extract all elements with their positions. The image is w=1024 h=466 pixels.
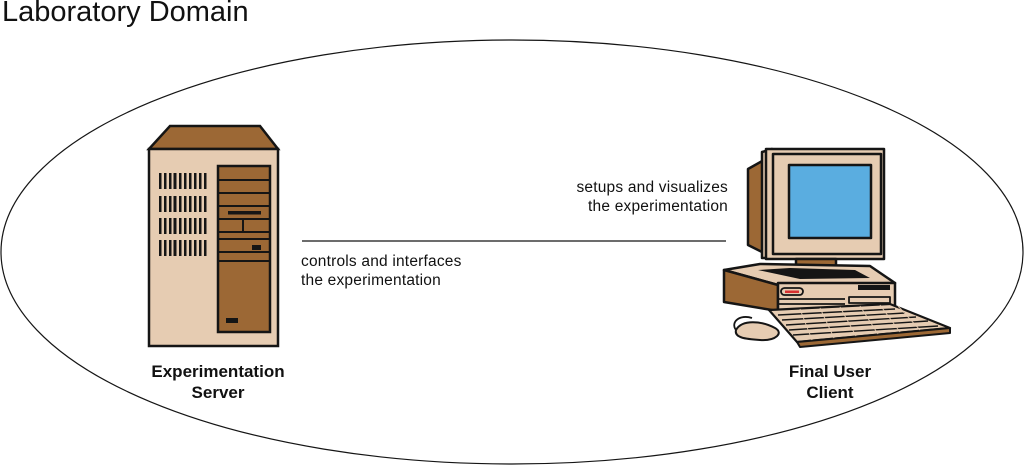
server-label: Experimentation Server — [128, 361, 308, 403]
desktop-computer-icon — [722, 147, 952, 348]
client-description-line: the experimentation — [588, 198, 728, 215]
server-description: controls and interfaces the experimentat… — [301, 252, 541, 290]
mouse-icon — [734, 321, 780, 342]
client-label: Final User Client — [750, 361, 910, 403]
client-label-line: Client — [806, 383, 854, 402]
server-description-line: the experimentation — [301, 272, 441, 289]
server-label-line: Server — [191, 383, 245, 402]
monitor-screen — [787, 163, 873, 240]
server-vents — [159, 173, 207, 256]
server-tower-icon — [146, 124, 281, 348]
client-label-line: Final User — [788, 362, 872, 381]
diagram-title: Laboratory Domain — [2, 0, 249, 28]
laboratory-domain-boundary — [0, 39, 1024, 465]
power-led — [785, 290, 799, 293]
client-description-line: setups and visualizes — [576, 179, 728, 196]
server-label-line: Experimentation — [151, 362, 285, 381]
client-description: setups and visualizes the experimentatio… — [500, 178, 728, 216]
server-description-line: controls and interfaces — [301, 253, 462, 270]
